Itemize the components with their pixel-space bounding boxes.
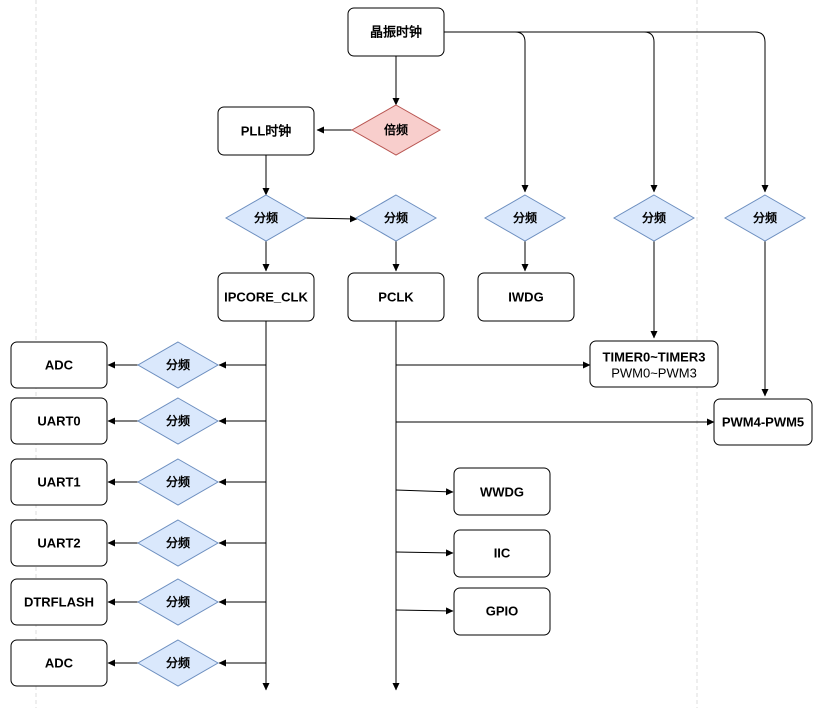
peripheral-row: 分频 UART0 — [10, 397, 266, 445]
edge-crystal-timer-div — [444, 31, 658, 193]
edge-crystal-iwdg-div — [444, 31, 529, 193]
connectors — [262, 31, 769, 691]
peripheral-row: 分频 UART1 — [10, 458, 266, 506]
peripheral-divider-label: 分频 — [166, 474, 190, 489]
multiplier-node: 倍频 — [350, 104, 442, 156]
gpio-node: GPIO — [453, 587, 551, 636]
peripheral-divider-label: 分频 — [166, 357, 190, 372]
peripheral-box — [10, 639, 108, 687]
wwdg-label: WWDG — [480, 485, 524, 500]
peripheral-label: UART0 — [37, 414, 80, 429]
divider-pwm45-label: 分频 — [753, 210, 777, 225]
peripheral-box — [10, 519, 108, 567]
ipcore-clk-node: IPCORE_CLK — [217, 272, 315, 322]
peripheral-divider-label: 分频 — [166, 594, 190, 609]
peripheral-label: DTRFLASH — [24, 595, 94, 610]
peripheral-row: 分频 ADC — [10, 639, 266, 687]
divider-main-2-label: 分频 — [384, 210, 408, 225]
iic-node: IIC — [453, 529, 551, 578]
peripheral-divider — [136, 341, 220, 389]
pclk-label: PCLK — [378, 290, 414, 305]
peripheral-divider — [136, 397, 220, 445]
peripheral-label: UART2 — [37, 536, 80, 551]
crystal-clock-node: 晶振时钟 — [347, 7, 445, 57]
pll-clock-label: PLL时钟 — [241, 124, 292, 139]
divider-timer-label: 分频 — [642, 210, 666, 225]
edge-pclk-wwdg — [395, 488, 454, 496]
iwdg-node: IWDG — [477, 272, 575, 322]
peripheral-divider-label: 分频 — [166, 655, 190, 670]
crystal-clock-label: 晶振时钟 — [370, 25, 422, 40]
timer-label: TIMER0~TIMER3 — [603, 350, 706, 365]
ipcore-clk-label: IPCORE_CLK — [224, 290, 308, 305]
edge-divider-divider — [305, 215, 358, 223]
peripheral-row: 分频 ADC — [10, 341, 266, 389]
peripheral-row: 分频 DTRFLASH — [10, 578, 266, 626]
peripheral-divider — [136, 458, 220, 506]
edge-crystal-pwm45-div — [444, 31, 769, 193]
pll-clock-node: PLL时钟 — [217, 106, 315, 156]
edge-pclk-iic — [395, 549, 454, 557]
peripheral-box — [10, 397, 108, 445]
iic-label: IIC — [494, 546, 511, 561]
peripheral-divider — [136, 519, 220, 567]
pwm03-label: PWM0~PWM3 — [611, 366, 697, 381]
pwm45-label: PWM4-PWM5 — [722, 415, 804, 430]
divider-iwdg-label: 分频 — [513, 210, 537, 225]
divider-timer: 分频 — [612, 194, 696, 242]
peripheral-box — [10, 578, 108, 626]
peripheral-label: UART1 — [37, 475, 80, 490]
iwdg-label: IWDG — [508, 290, 543, 305]
peripheral-row: 分频 UART2 — [10, 519, 266, 567]
peripheral-divider-label: 分频 — [166, 413, 190, 428]
divider-main-1-label: 分频 — [254, 210, 278, 225]
divider-main-1: 分频 — [224, 194, 308, 242]
pclk-node: PCLK — [347, 272, 445, 322]
divider-pwm45: 分频 — [723, 194, 807, 242]
peripheral-divider — [136, 639, 220, 687]
wwdg-node: WWDG — [453, 467, 551, 516]
peripheral-box — [10, 341, 108, 389]
multiplier-label: 倍频 — [384, 122, 408, 137]
edge-pclk-gpio — [395, 607, 454, 615]
timer-pwm03-node: TIMER0~TIMER3 PWM0~PWM3 — [589, 340, 719, 388]
divider-iwdg: 分频 — [483, 194, 567, 242]
ipcore-peripherals: 分频 ADC 分频 UART0 分频 UART1 分频 UART2 分频 DTRFLASH 分频 AD… — [10, 341, 266, 687]
peripheral-label: ADC — [45, 656, 74, 671]
pwm45-node: PWM4-PWM5 — [713, 398, 813, 446]
peripheral-divider — [136, 578, 220, 626]
divider-main-2: 分频 — [354, 194, 438, 242]
gpio-label: GPIO — [486, 604, 519, 619]
peripheral-box — [10, 458, 108, 506]
peripheral-divider-label: 分频 — [166, 535, 190, 550]
peripheral-label: ADC — [45, 358, 74, 373]
